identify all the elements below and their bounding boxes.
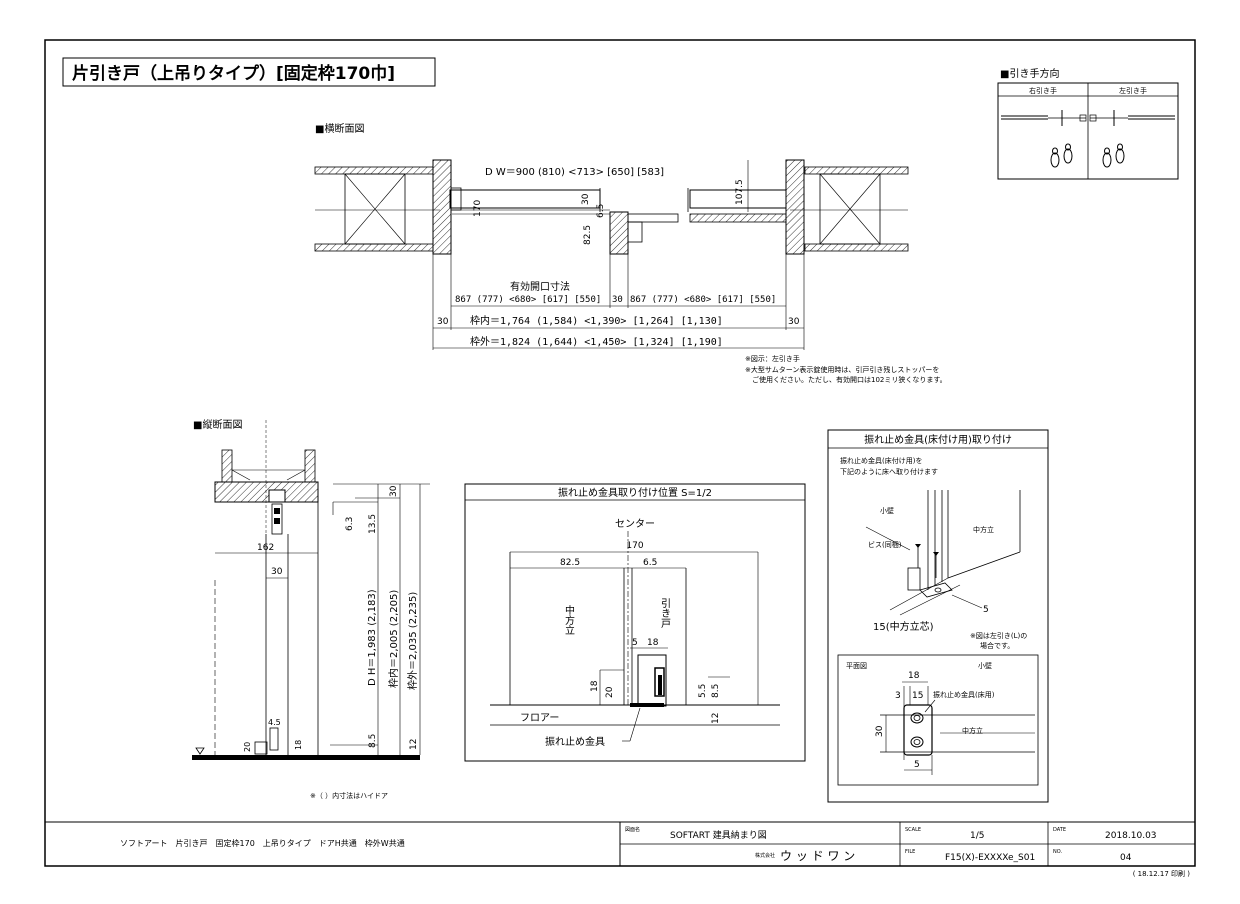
note-line: ※図示：左引き手 <box>745 354 800 363</box>
footprint-icon <box>1102 143 1125 168</box>
dim-170: 170 <box>473 200 483 217</box>
floor-label: フロアー <box>520 713 559 724</box>
note-line: ※大型サムターン表示錠使用時は、引戸引き残しストッパーを <box>745 365 939 374</box>
horizontal-section: ■横断面図 D W＝900 (810) <713> [650] [583] 17… <box>314 122 909 350</box>
frame-inner-width: 枠内＝1,764 (1,584) <1,390> [1,264] [1,130] <box>470 314 723 327</box>
post-label: 中方立 <box>563 604 575 635</box>
vertical-section-heading: ■縦断面図 <box>193 418 242 431</box>
drawing-name: SOFTART 建具納まり図 <box>670 829 767 841</box>
no-label: NO. <box>1053 849 1062 855</box>
date-value: 2018.10.03 <box>1105 831 1157 841</box>
frame-inner-height: 枠内＝2,005 (2,205) <box>387 590 400 688</box>
dim-18: 18 <box>647 638 659 648</box>
install-note-2: 場合です。 <box>980 641 1014 650</box>
stopper-position-detail: 振れ止め金具取り付け位置 S=1/2 センター 170 82.5 6.5 中方立… <box>464 483 806 762</box>
dim-6-5: 6.5 <box>596 204 606 218</box>
door-width-dimension: D W＝900 (810) <713> [650] [583] <box>485 167 664 178</box>
dim-82-5: 82.5 <box>560 558 580 568</box>
stopper-install-heading: 振れ止め金具(床付け用)取り付け <box>864 433 1012 446</box>
dim-107-5: 107.5 <box>735 179 745 205</box>
plan-5: 5 <box>914 760 920 770</box>
dim-18: 18 <box>294 740 303 750</box>
dim-12: 12 <box>409 739 419 750</box>
dim-4-5: 4.5 <box>268 718 281 727</box>
door-label: 引き戸 <box>659 598 671 629</box>
title-block: ソフトアート 片引き戸 固定枠170 上吊りタイプ ドアH共通 枠外W共通 図面… <box>45 821 1195 878</box>
note-line: ご使用ください。ただし、有効開口は102ミリ狭くなります。 <box>752 375 947 384</box>
handle-direction-panel: ■引き手方向 右引き手 左引き手 <box>997 67 1179 180</box>
dim-18-side: 18 <box>590 680 600 692</box>
plan-heading: 平面図 <box>846 662 867 670</box>
footprint-icon <box>1050 143 1073 168</box>
dim-8-5: 8.5 <box>711 684 721 698</box>
horizontal-section-heading: ■横断面図 <box>315 122 364 135</box>
plan-3: 3 <box>895 691 901 701</box>
print-note: ( 18.12.17 印刷 ) <box>1133 870 1191 878</box>
frame-inner-left: 30 <box>437 317 449 327</box>
sheet-border <box>44 39 1196 867</box>
dim-20: 20 <box>243 742 252 752</box>
vertical-section: ■縦断面図 162 30 4.5 20 18 30 6 <box>192 418 430 800</box>
dim-30: 30 <box>581 193 591 205</box>
dim-12: 12 <box>711 713 721 724</box>
dim-8-5: 8.5 <box>368 734 378 748</box>
file-label: FILE <box>905 849 915 855</box>
frame-outer-width: 枠外＝1,824 (1,644) <1,450> [1,324] [1,190] <box>470 335 723 348</box>
wall-label: 小壁 <box>880 506 894 515</box>
center-label: 15(中方立芯) <box>873 620 934 633</box>
dim-5-5: 5.5 <box>698 684 708 698</box>
left-handle-label: 左引き手 <box>1119 86 1147 95</box>
scale-label: SCALE <box>905 827 921 833</box>
fitting-label: 振れ止め金具 <box>545 735 605 748</box>
handle-direction-heading: ■引き手方向 <box>1000 67 1059 80</box>
plan-fitting: 振れ止め金具(床用) <box>933 690 995 699</box>
center-label: センター <box>615 518 655 530</box>
plan-18: 18 <box>908 671 920 681</box>
effective-opening-label: 有効開口寸法 <box>510 280 570 293</box>
company-name: ウ ッ ド ワ ン <box>780 849 855 863</box>
effective-left: 867 (777) <680> [617] [550] <box>455 295 601 305</box>
dim-6-5: 6.5 <box>643 558 657 568</box>
dim-13-5: 13.5 <box>368 514 378 534</box>
install-note-1: ※図は左引き(L)の <box>970 631 1027 640</box>
stopper-position-heading: 振れ止め金具取り付け位置 S=1/2 <box>558 486 712 499</box>
plan-15: 15 <box>912 691 923 701</box>
plan-30: 30 <box>875 725 885 737</box>
dim-6-3: 6.3 <box>345 517 355 531</box>
page-title: 片引き戸（上吊りタイプ）[固定枠170巾] <box>72 63 395 84</box>
door-height: D H＝1,983 (2,183) <box>367 589 378 686</box>
dim-30: 30 <box>271 567 283 577</box>
vertical-section-note: ※（ ）内寸法はハイドア <box>310 791 388 800</box>
drawing-description: ソフトアート 片引き戸 固定枠170 上吊りタイプ ドアH共通 枠外W共通 <box>120 838 405 848</box>
title-box: 片引き戸（上吊りタイプ）[固定枠170巾] <box>62 57 436 87</box>
dim-170: 170 <box>626 541 643 551</box>
frame-inner-right: 30 <box>788 317 800 327</box>
dim-5: 5 <box>983 605 989 615</box>
no-value: 04 <box>1120 853 1132 863</box>
plan-wall: 小壁 <box>978 661 992 670</box>
company-prefix: 株式会社 <box>755 852 775 859</box>
post-label: 中方立 <box>973 525 994 534</box>
file-value: F15(X)-EXXXXe_S01 <box>945 853 1035 863</box>
effective-mid: 30 <box>612 295 623 305</box>
frame-outer-height: 枠外＝2,035 (2,235) <box>406 592 419 690</box>
plan-post: 中方立 <box>962 726 983 735</box>
dim-5: 5 <box>632 638 638 648</box>
install-desc-2: 下記のように床へ取り付けます <box>840 467 938 476</box>
scale-value: 1/5 <box>970 831 984 841</box>
date-label: DATE <box>1053 827 1066 833</box>
stopper-install-detail: 振れ止め金具(床付け用)取り付け 振れ止め金具(床付け用)を 下記のように床へ取… <box>827 429 1049 803</box>
right-handle-label: 右引き手 <box>1029 86 1057 95</box>
effective-right: 867 (777) <680> [617] [550] <box>630 295 776 305</box>
notes: ※図示：左引き手 ※大型サムターン表示錠使用時は、引戸引き残しストッパーを ご使… <box>745 354 947 384</box>
screw-label: ビス(同梱) <box>868 540 902 549</box>
dim-20: 20 <box>605 686 615 698</box>
dim-82-5: 82.5 <box>583 225 593 245</box>
dim-162: 162 <box>257 543 274 553</box>
dim-30-top: 30 <box>389 485 399 497</box>
install-desc-1: 振れ止め金具(床付け用)を <box>840 456 922 465</box>
name-label: 図面名 <box>625 826 640 833</box>
